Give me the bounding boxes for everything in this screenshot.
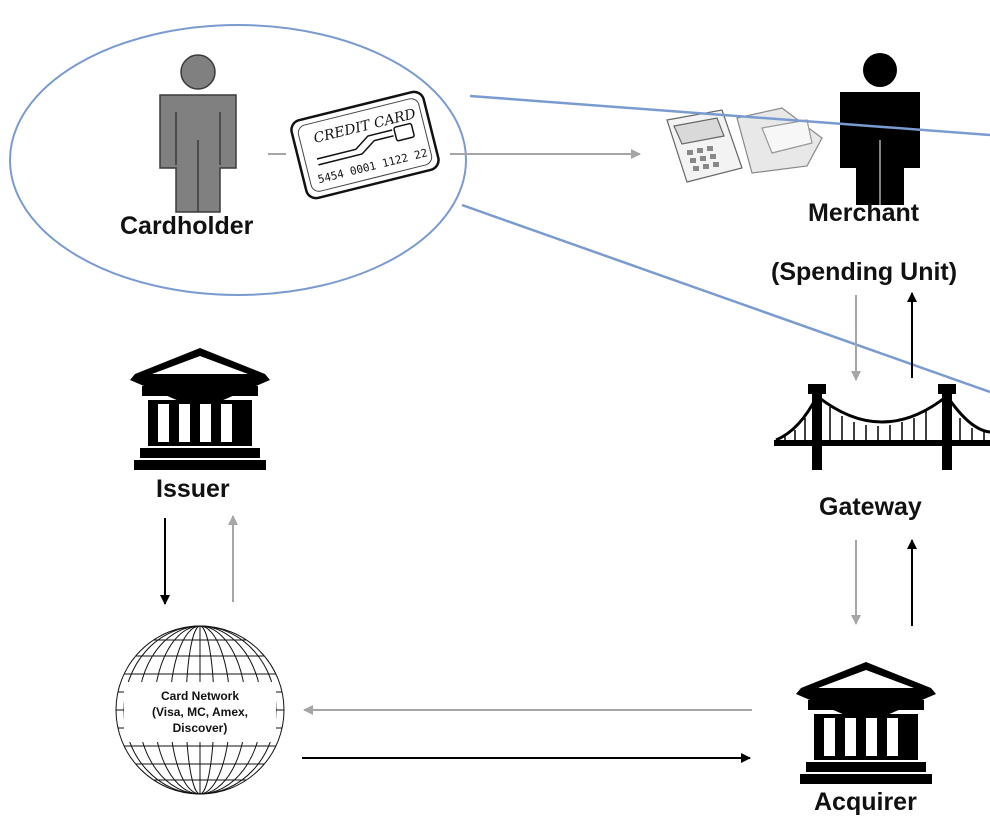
acquirer-label: Acquirer <box>814 788 917 816</box>
bridge-icon <box>774 384 990 470</box>
merchant-person-icon <box>840 53 920 205</box>
callout-line-top <box>469 94 990 137</box>
card-network-line2: (Visa, MC, Amex, <box>151 705 249 719</box>
card-network-label: Card Network (Visa, MC, Amex, Discover) <box>124 688 276 736</box>
merchant-label: Merchant <box>808 199 920 227</box>
cardholder-person-icon <box>159 54 237 213</box>
cardholder-highlight-ellipse <box>9 24 467 296</box>
gateway-label: Gateway <box>819 493 922 521</box>
card-network-line3: Discover) <box>172 721 228 735</box>
credit-card-icon: CREDIT CARD 5454 0001 1122 22 <box>290 90 440 200</box>
card-network-label-backdrop <box>124 682 276 742</box>
issuer-label: Issuer <box>156 475 230 503</box>
issuer-bank-icon <box>130 348 270 470</box>
acquirer-bank-icon <box>796 662 936 784</box>
card-network-line1: Card Network <box>160 689 240 703</box>
cardholder-label: Cardholder <box>120 212 254 240</box>
merchant-spending-unit-label: (Spending Unit) <box>771 258 958 286</box>
callout-line-bottom <box>461 203 990 394</box>
card-terminal-icon <box>666 107 823 183</box>
